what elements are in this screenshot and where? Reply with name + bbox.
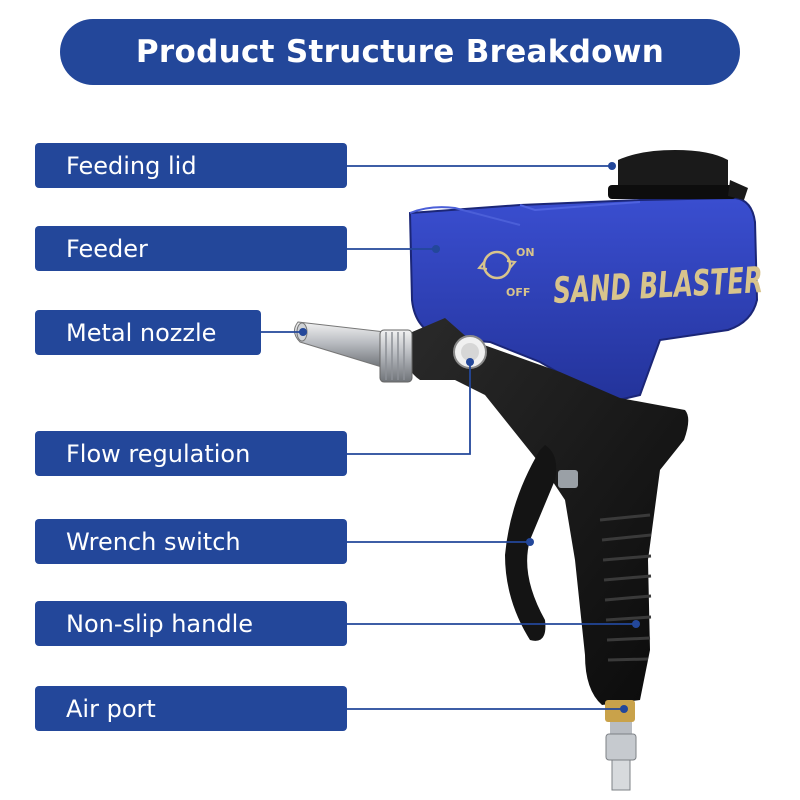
label-non-slip-handle: Non-slip handle <box>35 601 347 646</box>
label-metal-nozzle: Metal nozzle <box>35 310 261 355</box>
on-off-switch-icon <box>477 250 517 280</box>
label-text: Metal nozzle <box>66 318 217 347</box>
label-text: Flow regulation <box>66 439 251 468</box>
title-banner: Product Structure Breakdown <box>60 19 740 85</box>
feeding-lid <box>608 150 748 200</box>
gun-body <box>405 318 689 705</box>
label-flow-regulation: Flow regulation <box>35 431 347 476</box>
flow-regulation-knob <box>453 335 487 369</box>
label-air-port: Air port <box>35 686 347 731</box>
switch-off-label: OFF <box>506 286 530 299</box>
air-port-fitting <box>605 700 637 791</box>
metal-nozzle <box>294 321 413 383</box>
label-text: Feeder <box>66 234 148 263</box>
trigger <box>505 445 578 641</box>
leader-lines <box>261 165 636 710</box>
label-feeding-lid: Feeding lid <box>35 143 347 188</box>
label-text: Wrench switch <box>66 527 241 556</box>
label-text: Air port <box>66 694 156 723</box>
label-wrench-switch: Wrench switch <box>35 519 347 564</box>
label-feeder: Feeder <box>35 226 347 271</box>
leader-dots <box>299 162 640 713</box>
switch-on-label: ON <box>516 246 535 259</box>
handle-grip-ribs <box>599 513 652 662</box>
label-text: Feeding lid <box>66 151 197 180</box>
page-title: Product Structure Breakdown <box>135 34 665 70</box>
label-text: Non-slip handle <box>66 609 254 638</box>
